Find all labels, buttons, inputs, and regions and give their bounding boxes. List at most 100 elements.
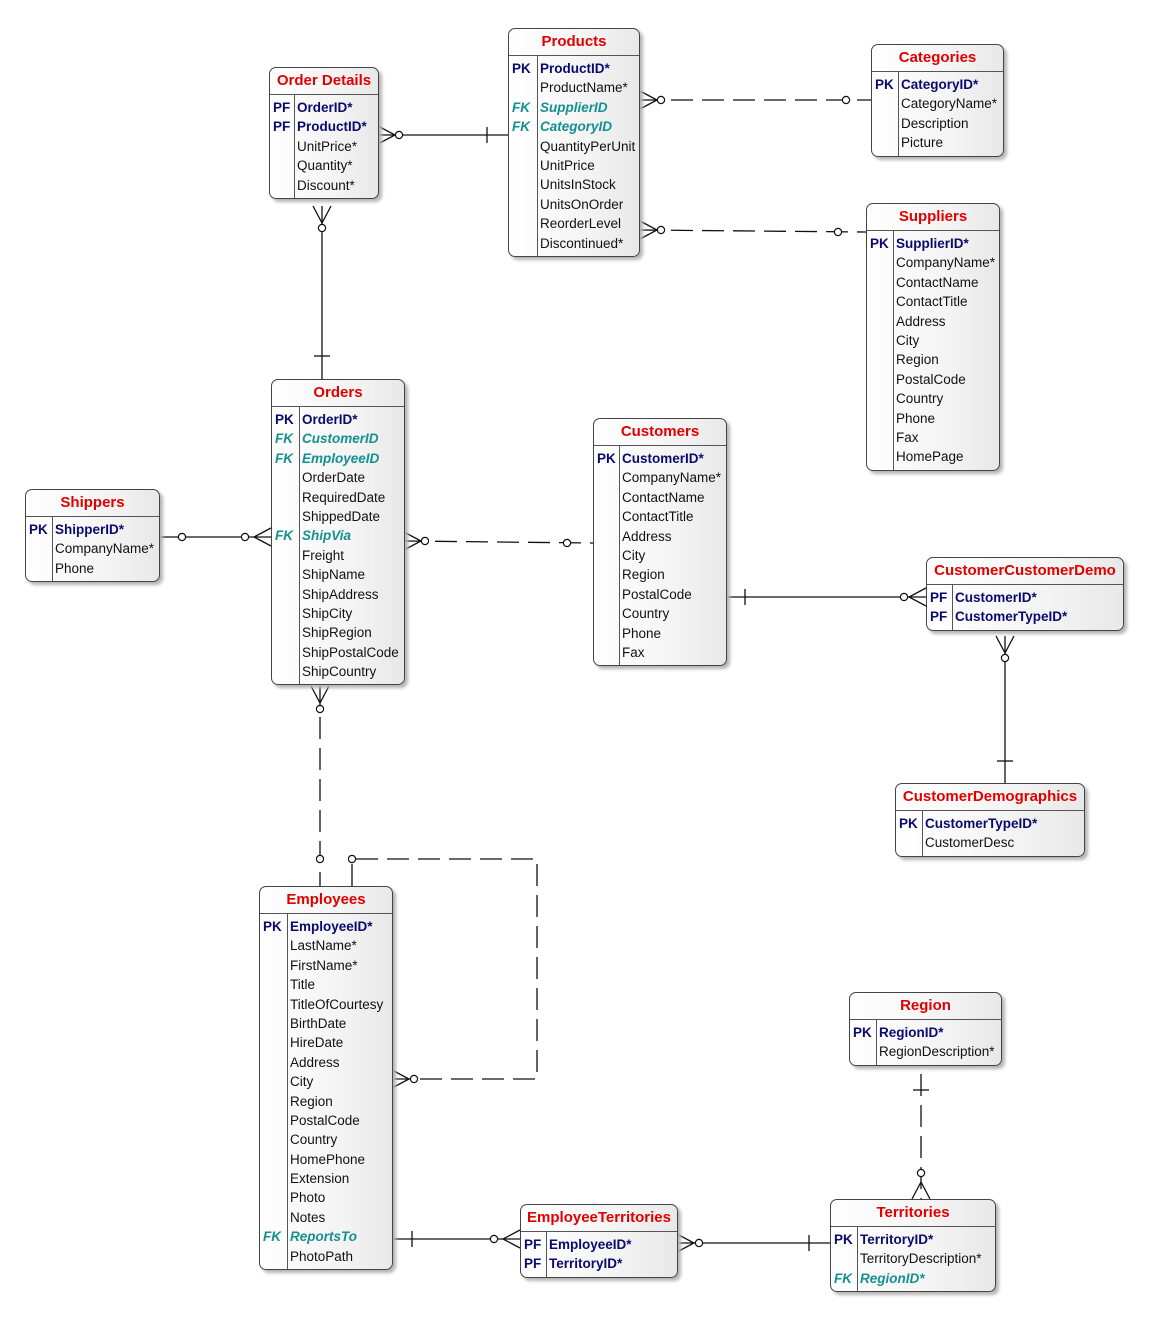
field-row: UnitPrice [509, 156, 639, 175]
field-name: ShipCity [302, 605, 353, 621]
field-name: Phone [896, 410, 936, 426]
key-column-divider [898, 72, 899, 156]
relationship-line [403, 540, 594, 544]
key-marker: FK [512, 99, 530, 115]
field-name: BirthDate [290, 1015, 347, 1031]
entity-title: Suppliers [867, 204, 999, 231]
key-column-divider [537, 56, 538, 256]
optional-circle-symbol [315, 854, 325, 864]
field-row: ShipPostalCode [272, 643, 404, 662]
field-name: Title [290, 977, 316, 993]
field-name: RegionID* [860, 1270, 925, 1286]
key-marker: PK [29, 522, 48, 537]
key-marker: FK [275, 431, 293, 447]
field-name: ShipperID* [55, 522, 125, 537]
field-name: CompanyName* [896, 255, 996, 271]
field-row: ShipRegion [272, 623, 404, 642]
field-row: Address [867, 312, 999, 331]
field-name: Region [896, 352, 939, 368]
field-name: LastName* [290, 938, 357, 954]
optional-circle-symbol [841, 95, 851, 105]
field-row: Phone [594, 624, 726, 643]
field-name: Picture [901, 135, 944, 151]
field-name: FirstName* [290, 957, 358, 973]
field-name: Description [901, 115, 969, 131]
key-column-divider [876, 1020, 877, 1065]
crows-foot-symbol [252, 527, 272, 547]
key-marker: PF [273, 119, 291, 135]
field-name: EmployeeID* [549, 1237, 632, 1252]
crows-foot-symbol [312, 205, 332, 225]
field-row: Region [867, 350, 999, 369]
field-row: CompanyName* [867, 253, 999, 272]
field-name: ReportsTo [290, 1229, 357, 1245]
field-row: UnitsInStock [509, 175, 639, 194]
field-row: Description [872, 114, 1003, 133]
field-name: ShipVia [302, 528, 352, 544]
crows-foot-symbol [310, 685, 330, 705]
crows-foot-symbol [907, 587, 927, 607]
field-row: Fax [867, 428, 999, 447]
field-name: ReorderLevel [540, 216, 622, 232]
relationship-line [639, 229, 867, 233]
field-name: CategoryName* [901, 96, 998, 112]
field-name: CompanyName* [55, 541, 155, 557]
field-row: ReorderLevel [509, 214, 639, 233]
optional-circle-symbol [420, 536, 430, 546]
optional-circle-symbol [177, 532, 187, 542]
crows-foot-symbol [391, 1069, 411, 1089]
field-name: UnitPrice* [297, 138, 358, 154]
optional-circle-symbol [916, 1168, 926, 1178]
field-row: Picture [872, 133, 1003, 152]
field-row: HomePage [867, 447, 999, 466]
field-name: PhotoPath [290, 1248, 354, 1264]
field-row: UnitsOnOrder [509, 195, 639, 214]
key-column-divider [922, 811, 923, 856]
field-row: ProductName* [509, 78, 639, 97]
key-marker: PK [899, 816, 918, 831]
field-row: Region [260, 1092, 392, 1111]
field-row: Phone [867, 409, 999, 428]
field-name: Quantity* [297, 158, 353, 174]
optional-circle-symbol [317, 223, 327, 233]
field-name: HireDate [290, 1035, 344, 1051]
field-name: Fax [896, 429, 919, 445]
field-row: RegionDescription* [850, 1042, 1001, 1061]
crows-foot-symbol [676, 1233, 696, 1253]
field-row: Country [867, 389, 999, 408]
field-row: UnitPrice* [270, 137, 378, 156]
key-marker: FK [263, 1229, 281, 1245]
field-name: ContactTitle [896, 294, 968, 310]
field-name: Address [896, 313, 946, 329]
field-name: OrderID* [297, 100, 353, 115]
key-marker: PK [875, 77, 894, 92]
field-name: SupplierID [540, 99, 608, 115]
field-name: PostalCode [290, 1112, 360, 1128]
entity-title: Territories [831, 1200, 995, 1227]
key-marker: PK [275, 412, 294, 427]
